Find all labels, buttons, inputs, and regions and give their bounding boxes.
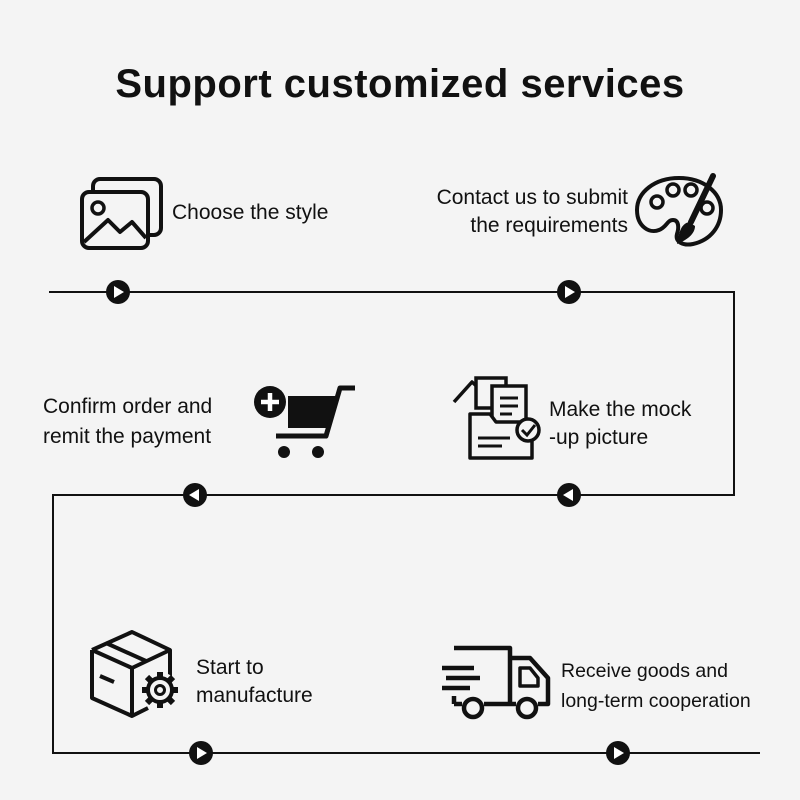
- arrow-marker-2: [557, 280, 581, 304]
- step-5-label: Start to manufacture: [196, 656, 313, 707]
- documents-folder-icon: [452, 376, 541, 460]
- cart-add-icon: [254, 385, 355, 458]
- arrow-marker-1: [106, 280, 130, 304]
- arrow-marker-5: [189, 741, 213, 765]
- step-4-label: Confirm order and remit the payment: [43, 395, 213, 448]
- arrow-marker-6: [606, 741, 630, 765]
- delivery-truck-icon: [442, 645, 551, 720]
- box-gear-icon: [90, 630, 178, 718]
- step-1-label: Choose the style: [172, 201, 329, 224]
- step-3-label: Make the mock -up picture: [549, 398, 692, 449]
- step-6-label: Receive goods and long-term cooperation: [561, 660, 751, 712]
- palette-icon: [634, 173, 724, 247]
- step-2-label: Contact us to submit the requirements: [436, 186, 628, 237]
- image-gallery-icon: [80, 177, 163, 250]
- page-title: Support customized services: [115, 62, 685, 106]
- arrow-marker-3: [557, 483, 581, 507]
- arrow-marker-4: [183, 483, 207, 507]
